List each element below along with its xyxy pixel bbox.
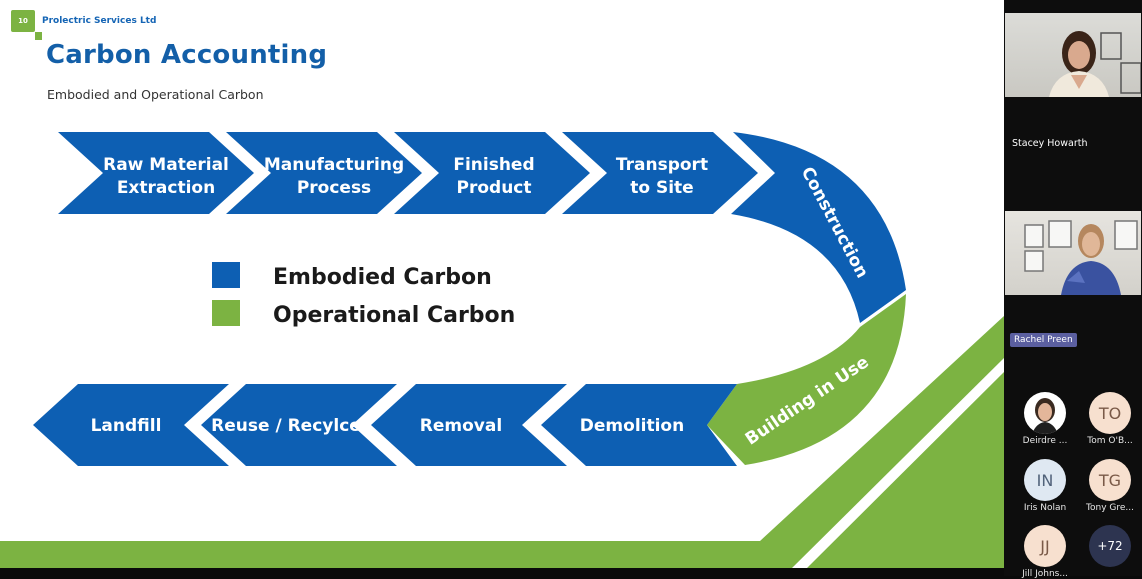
construction-arc: [731, 132, 906, 323]
participant-tile[interactable]: IN Iris Nolan: [1012, 459, 1078, 513]
participant-tile[interactable]: TO Tom O'B...: [1077, 392, 1142, 446]
participant-name: Tony Gre...: [1086, 503, 1134, 513]
legend-swatch-operational: [212, 300, 240, 326]
chevron-raw-material: [58, 132, 254, 214]
chevron-manufacturing: [226, 132, 422, 214]
company-name: Prolectric Services Ltd: [42, 16, 157, 26]
more-participants-button[interactable]: +72: [1077, 525, 1142, 567]
chevron-label: Reuse / Recylce: [211, 416, 361, 436]
speaker-video-image: [1024, 220, 1138, 295]
chevron-label-line1: Manufacturing: [264, 155, 404, 175]
logo-accent: [35, 32, 42, 40]
legend-label-operational: Operational Carbon: [273, 303, 515, 328]
logo-text: 10: [18, 17, 28, 25]
participant-tile[interactable]: TG Tony Gre...: [1077, 459, 1142, 513]
participant-name: Iris Nolan: [1023, 503, 1067, 513]
speaker-name: Stacey Howarth: [1012, 138, 1088, 149]
participants-panel: Stacey Howarth Rachel Preen Deirdre ... …: [1004, 0, 1142, 579]
curved-lifecycle-turn: Construction Building in Use: [707, 132, 906, 465]
legend-swatch-embodied: [212, 262, 240, 288]
top-chevron-row: Raw Material Extraction Manufacturing Pr…: [58, 132, 758, 214]
participant-name: Deirdre ...: [1022, 436, 1068, 446]
chevron-reuse-recycle: [201, 384, 397, 466]
chevron-label-line1: Finished: [453, 155, 534, 175]
avatar: IN: [1024, 459, 1066, 501]
speaker-video-image: [1049, 31, 1141, 97]
chevron-label-line1: Raw Material: [103, 155, 229, 175]
chevron-label: Removal: [420, 416, 502, 436]
avatar: TO: [1089, 392, 1131, 434]
more-participants-count: +72: [1089, 525, 1131, 567]
chevron-landfill: [33, 384, 229, 466]
avatar-photo: [1032, 398, 1058, 434]
legend: Embodied Carbon Operational Carbon: [212, 262, 515, 328]
slide-subtitle: Embodied and Operational Carbon: [47, 87, 264, 102]
company-logo: 10: [11, 10, 35, 32]
chevron-label-line2: Product: [457, 178, 532, 198]
bottom-chevron-row: Demolition Removal Reuse / Recylce Landf…: [33, 384, 737, 466]
chevron-label-line2: Process: [297, 178, 371, 198]
chevron-transport: [562, 132, 758, 214]
speaker-video-tile[interactable]: [1005, 13, 1141, 97]
chevron-demolition: [541, 384, 737, 466]
slide-title: Carbon Accounting: [46, 40, 328, 70]
green-decorative-band: [0, 316, 1004, 568]
avatar: JJ: [1024, 525, 1066, 567]
chevron-label: Demolition: [580, 416, 684, 436]
avatar: [1024, 392, 1066, 434]
participant-tile[interactable]: Deirdre ...: [1012, 392, 1078, 446]
speaker-name-tag: Rachel Preen: [1010, 333, 1077, 347]
participant-name: Jill Johns...: [1022, 569, 1068, 579]
avatar: TG: [1089, 459, 1131, 501]
legend-label-embodied: Embodied Carbon: [273, 265, 492, 290]
chevron-removal: [371, 384, 567, 466]
chevron-label-line2: Extraction: [117, 178, 215, 198]
chevron-label-line2: to Site: [630, 178, 693, 198]
participant-name: Tom O'B...: [1087, 436, 1133, 446]
chevron-label-line1: Transport: [616, 155, 708, 175]
carbon-lifecycle-diagram: Raw Material Extraction Manufacturing Pr…: [0, 132, 1004, 568]
chevron-label: Landfill: [91, 416, 162, 436]
building-in-use-arc: [707, 294, 906, 465]
speaker-video-tile[interactable]: [1005, 211, 1141, 295]
participant-tile[interactable]: JJ Jill Johns...: [1012, 525, 1078, 579]
presentation-slide: 10 Prolectric Services Ltd Carbon Accoun…: [0, 0, 1004, 568]
chevron-finished-product: [394, 132, 590, 214]
